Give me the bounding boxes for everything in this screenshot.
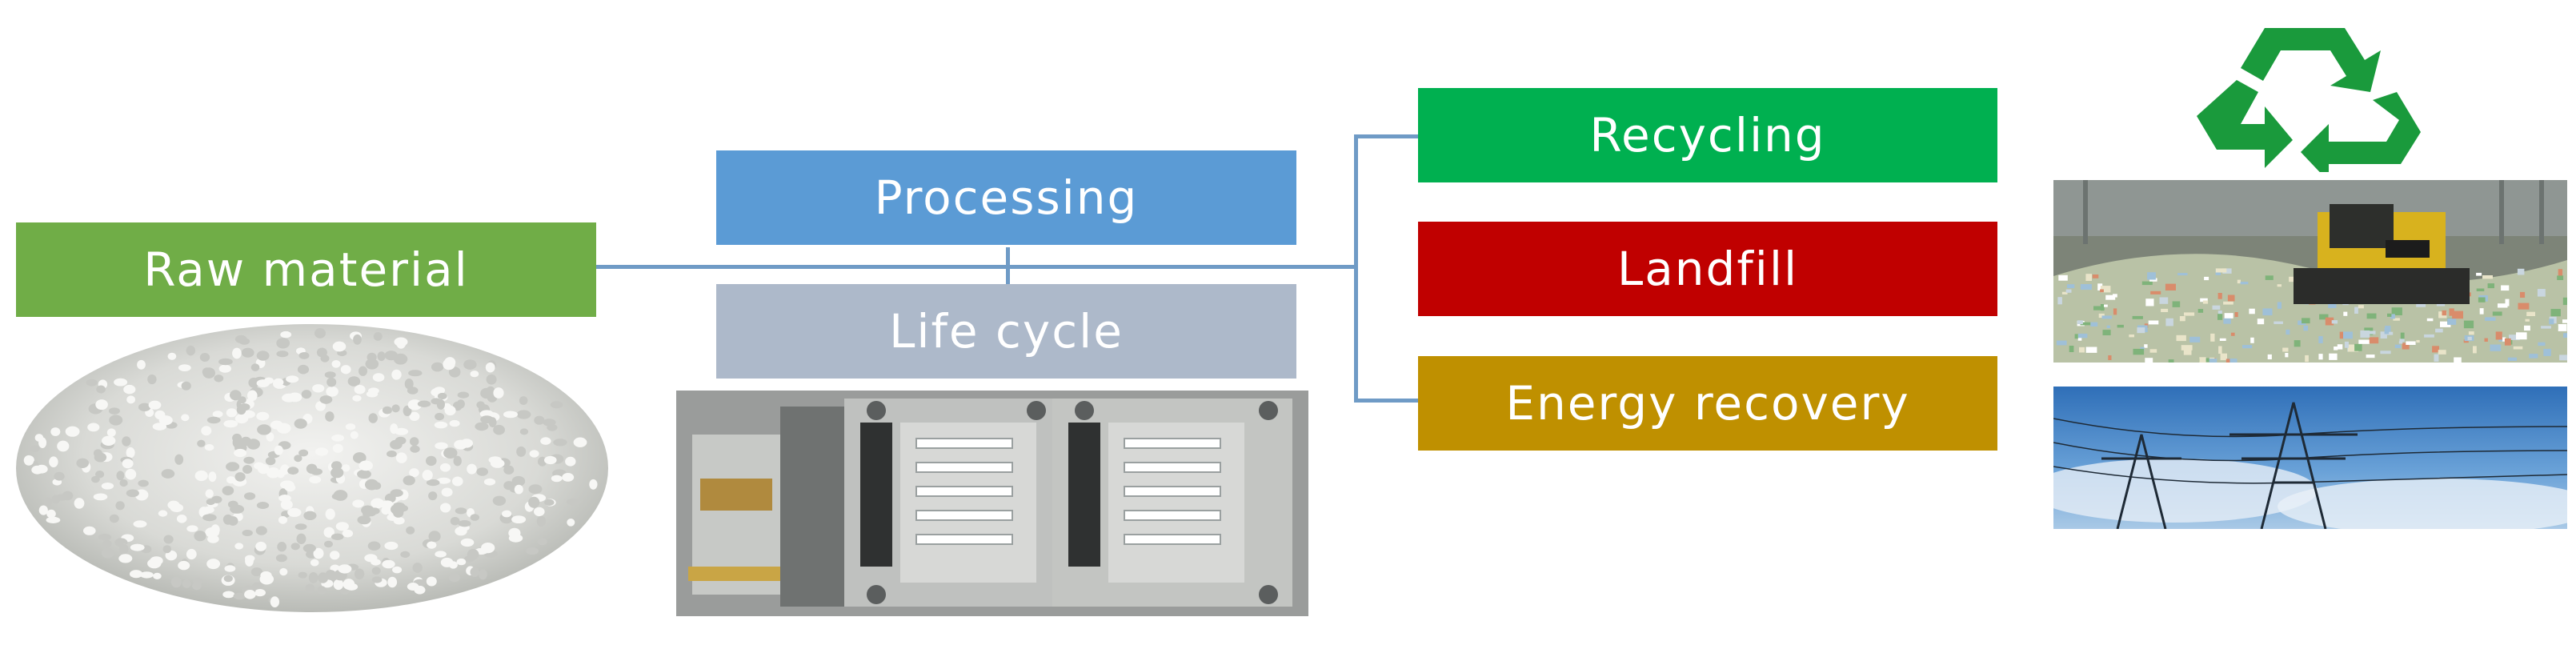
plastic-pellets-photo: [8, 316, 616, 620]
branch-to-recycling-line: [1354, 134, 1418, 138]
landfill-bulldozer-photo: [2053, 180, 2567, 363]
recycling-box: Recycling: [1418, 88, 1997, 182]
life-cycle-box: Life cycle: [716, 284, 1296, 379]
energy-recovery-box: Energy recovery: [1418, 356, 1997, 451]
main-connector-line: [596, 265, 1356, 269]
branch-to-energy-line: [1354, 399, 1418, 403]
landfill-box: Landfill: [1418, 222, 1997, 316]
power-transmission-tower-photo: [2053, 387, 2567, 529]
injection-mold-photo: [676, 391, 1308, 616]
branch-vertical-line: [1354, 134, 1358, 402]
processing-box: Processing: [716, 150, 1296, 245]
raw-material-box: Raw material: [16, 222, 596, 317]
recycling-symbol-icon: [2161, 12, 2449, 172]
center-connector-stub: [1006, 247, 1010, 286]
